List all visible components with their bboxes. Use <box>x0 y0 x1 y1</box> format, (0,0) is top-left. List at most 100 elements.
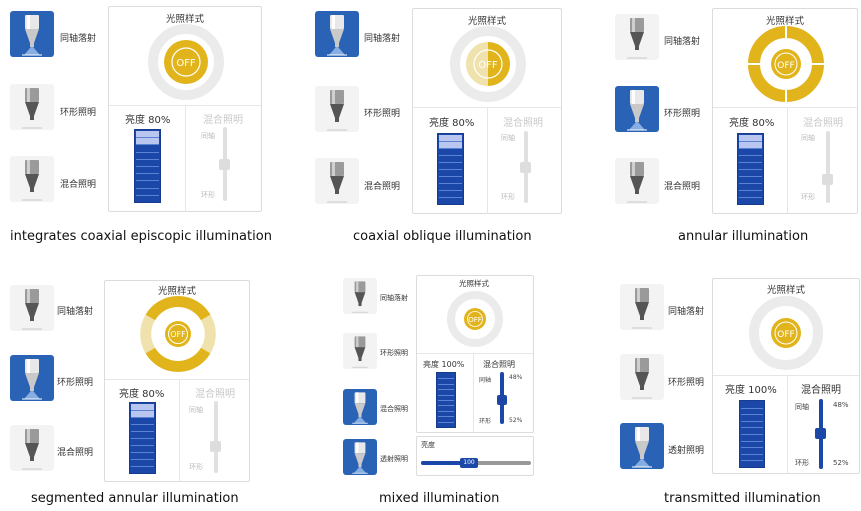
mix-slider-thumb[interactable] <box>210 441 221 452</box>
brightness-meter-segment <box>131 452 154 453</box>
brightness-meter-segment <box>136 173 159 175</box>
lamp-icon <box>632 358 652 399</box>
mixed-lamp-button[interactable] <box>10 156 54 202</box>
brightness-meter-segment <box>741 407 763 409</box>
mix-slider-track[interactable] <box>214 401 218 473</box>
mix-slider-thumb[interactable] <box>497 395 507 405</box>
transmit-slider-thumb[interactable]: 100 <box>460 458 478 468</box>
brightness-meter[interactable] <box>134 129 161 203</box>
lighting-style-title: 光照样式 <box>166 14 205 25</box>
brightness-meter[interactable] <box>437 133 464 205</box>
caption: transmitted illumination <box>664 491 821 506</box>
lamp-icon <box>352 336 368 368</box>
coaxial-lamp-button[interactable] <box>343 278 377 314</box>
panel-annular: 同轴落射 环形照明 混合照明 光照样式 OFF 亮度 80% 混合照明 同轴 环… <box>600 0 861 244</box>
lamp-icon <box>327 90 347 131</box>
lighting-control-panel: 光照样式 OFF 亮度 100% 混合照明 同轴 48% 环形 52% <box>712 278 860 474</box>
lamp-icon <box>22 160 42 201</box>
mixed-lamp-button[interactable] <box>615 158 659 204</box>
mix-slider-thumb[interactable] <box>822 174 833 185</box>
coaxial-lamp-button[interactable] <box>10 285 54 331</box>
ring-lamp-button[interactable] <box>620 354 664 400</box>
brightness-meter-segment <box>438 400 454 401</box>
mix-lighting-label: 混合照明 <box>803 118 843 129</box>
mix-coaxial-tick: 同轴 <box>201 132 215 140</box>
brightness-meter-segment <box>439 183 462 184</box>
transmit-lamp-label: 透射照明 <box>380 455 408 463</box>
off-button[interactable]: OFF <box>170 330 186 339</box>
mixed-lamp-button[interactable] <box>343 389 377 425</box>
caption: coaxial oblique illumination <box>353 229 532 244</box>
coaxial-lamp-button[interactable] <box>615 14 659 60</box>
off-button[interactable]: OFF <box>777 330 794 340</box>
ring-lamp-label: 环形照明 <box>57 378 94 388</box>
mix-ring-percent: 52% <box>509 417 523 424</box>
brightness-meter-segment <box>438 394 454 396</box>
brightness-meter[interactable] <box>129 402 156 474</box>
lighting-style-dial[interactable]: OFF <box>449 25 527 103</box>
off-button[interactable]: OFF <box>478 60 498 71</box>
mix-slider-thumb[interactable] <box>815 428 826 439</box>
coaxial-lamp-button[interactable] <box>620 284 664 330</box>
brightness-meter[interactable] <box>739 400 765 468</box>
mix-slider-thumb[interactable] <box>520 162 531 173</box>
brightness-meter-segment <box>438 421 454 423</box>
off-button[interactable]: OFF <box>777 61 794 71</box>
transmit-lamp-button[interactable] <box>620 423 664 469</box>
lamp-icon <box>627 90 647 131</box>
ring-lamp-button[interactable] <box>615 86 659 132</box>
coaxial-lamp-button[interactable] <box>315 11 359 57</box>
lamp-icon <box>22 88 42 129</box>
brightness-meter-segment <box>136 137 159 139</box>
lighting-style-title: 光照样式 <box>766 16 805 27</box>
brightness-meter-segment <box>438 378 454 380</box>
brightness-meter-segment <box>439 190 462 191</box>
mix-coaxial-percent: 48% <box>833 401 849 409</box>
brightness-meter-segment <box>136 158 159 160</box>
mixed-lamp-button[interactable] <box>315 158 359 204</box>
mix-coaxial-tick: 同轴 <box>189 406 203 414</box>
ring-lamp-button[interactable] <box>315 86 359 132</box>
transmit-brightness-panel: 亮度 100 <box>416 436 534 476</box>
brightness-meter[interactable] <box>436 372 456 428</box>
lighting-style-dial[interactable]: OFF <box>446 290 504 348</box>
brightness-label: 亮度 100% <box>725 385 777 396</box>
mix-slider-thumb[interactable] <box>219 159 230 170</box>
mix-slider-track[interactable] <box>826 131 830 203</box>
ring-lamp-button[interactable] <box>343 333 377 369</box>
lighting-style-dial[interactable]: OFF <box>747 25 825 103</box>
coaxial-lamp-button[interactable] <box>10 11 54 57</box>
lamp-icon <box>632 427 652 468</box>
brightness-meter[interactable] <box>737 133 764 205</box>
lighting-style-dial[interactable]: OFF <box>748 295 824 371</box>
coaxial-lamp-label: 同轴落射 <box>664 37 701 47</box>
off-button[interactable]: OFF <box>176 58 196 69</box>
caption: annular illumination <box>678 229 809 244</box>
lighting-style-title: 光照样式 <box>158 286 197 297</box>
brightness-meter-segment <box>739 162 762 163</box>
brightness-meter-segment <box>439 176 462 177</box>
mix-ring-percent: 52% <box>833 459 849 467</box>
panel-coaxial-episcopic: 同轴落射 环形照明 混合照明 光照样式 OFF 亮度 80% 混合照明 同轴 环… <box>0 0 272 244</box>
mix-lighting-label: 混合照明 <box>801 385 841 396</box>
lighting-style-dial[interactable]: OFF <box>139 295 217 373</box>
lamp-icon <box>22 429 42 470</box>
ring-lamp-label: 环形照明 <box>380 349 408 357</box>
mix-coaxial-percent: 48% <box>509 374 523 381</box>
ring-lamp-button[interactable] <box>10 355 54 401</box>
transmit-lamp-button[interactable] <box>343 439 377 475</box>
ring-lamp-button[interactable] <box>10 84 54 130</box>
brightness-meter-segment <box>131 466 154 467</box>
brightness-meter-segment <box>739 141 762 142</box>
lighting-style-dial[interactable]: OFF <box>147 23 225 101</box>
brightness-meter-segment <box>739 176 762 177</box>
mixed-lamp-button[interactable] <box>10 425 54 471</box>
brightness-meter-segment <box>131 410 154 411</box>
lamp-icon <box>327 15 347 56</box>
brightness-meter-segment <box>439 148 462 149</box>
brightness-meter-segment <box>741 440 763 442</box>
mixed-lamp-label: 混合照明 <box>364 182 401 192</box>
brightness-label: 亮度 80% <box>729 118 775 129</box>
off-button[interactable]: OFF <box>468 316 482 324</box>
brightness-meter-segment <box>131 438 154 439</box>
